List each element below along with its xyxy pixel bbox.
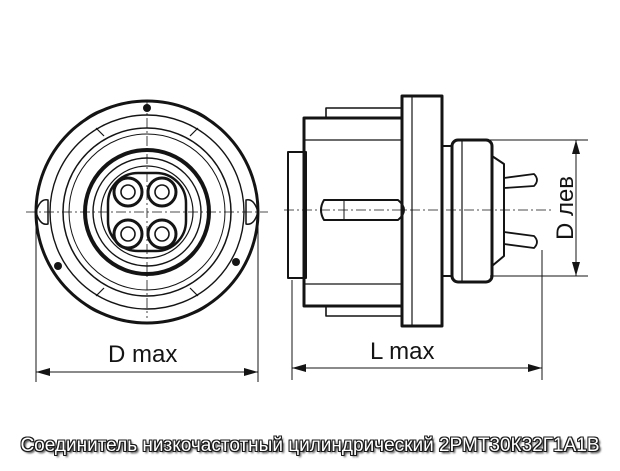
contacts bbox=[112, 176, 178, 250]
length-label: L max bbox=[370, 338, 435, 365]
side-view bbox=[284, 94, 588, 380]
front-view bbox=[26, 99, 268, 382]
rear-diameter-label: D лев bbox=[552, 175, 579, 241]
caption: Соединитель низкочастотный цилиндрически… bbox=[20, 435, 600, 456]
front-diameter-label: D max bbox=[108, 341, 178, 368]
